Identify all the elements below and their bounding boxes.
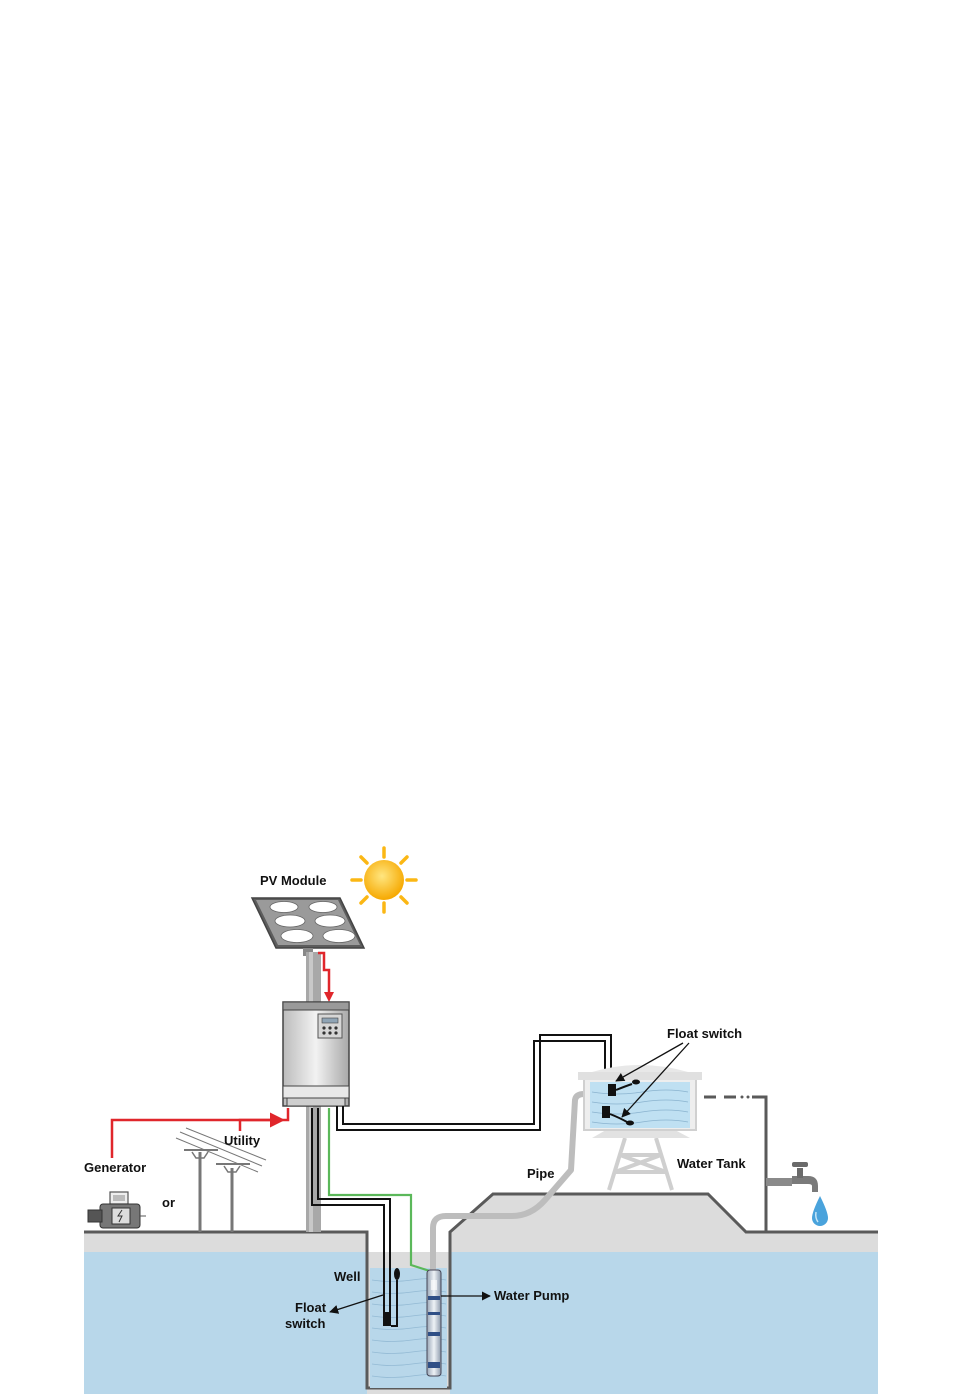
pv-module [250,897,366,956]
tank-outlet [704,1095,768,1232]
groundwater [84,1252,878,1394]
tank-float-switch-label: Float switch [667,1026,742,1041]
well-float-switch [383,1268,400,1327]
submersible-pump [426,1269,442,1377]
water-drop-icon [812,1196,828,1226]
sun-icon [350,846,418,914]
water-pump-label: Water Pump [494,1288,569,1303]
well-float-switch-label-line1: Float [295,1300,327,1315]
pipe-label: Pipe [527,1166,554,1181]
utility-poles-icon [175,1127,267,1232]
well-float-switch-label-line2: switch [285,1316,326,1331]
generator-icon [87,1191,146,1229]
pv-module-label: PV Module [260,873,326,888]
or-label: or [162,1195,175,1210]
ac-input-cables [110,1108,290,1158]
well-float-cable [311,1108,391,1312]
utility-label: Utility [224,1133,261,1148]
faucet-icon [766,1162,818,1192]
water-pipe [430,1091,600,1272]
ground [84,1192,878,1394]
tank-signal-cable [336,1034,612,1131]
water-tank-label: Water Tank [677,1156,746,1171]
water-tank [578,1065,702,1191]
generator-label: Generator [84,1160,146,1175]
pump-inverter [282,1001,350,1107]
pump-power-cable [327,1108,434,1274]
pv-power-cable [318,951,331,998]
leader-arrows [329,1042,690,1314]
well-label: Well [334,1269,361,1284]
